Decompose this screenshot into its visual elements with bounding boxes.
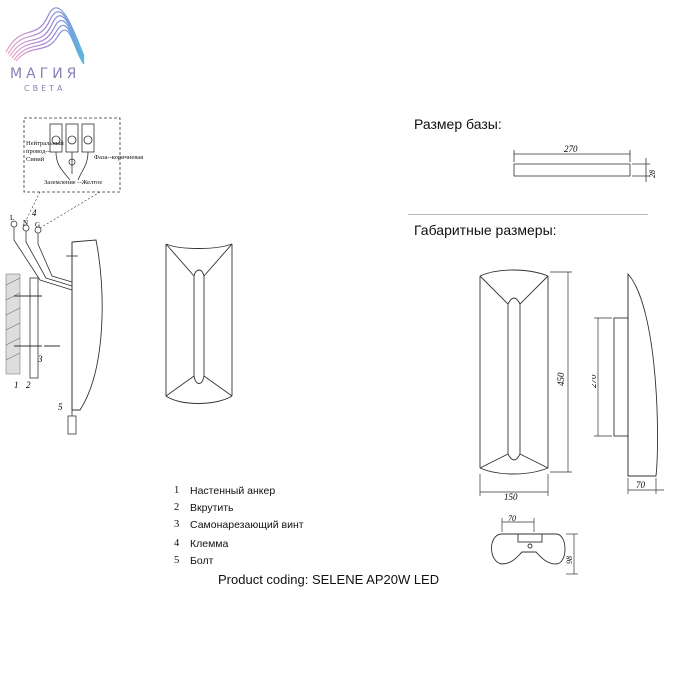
legend-number: 1	[174, 485, 180, 496]
ground-wire-label: Заземление --Желтое	[44, 179, 103, 186]
callout-1: 1	[14, 380, 19, 390]
logo-wave-icon	[5, 7, 85, 65]
base-height-label: 28	[648, 170, 657, 178]
base-size-drawing: 270 28	[513, 144, 657, 182]
top-width-label: 70	[508, 514, 516, 523]
bolt-icon	[67, 386, 77, 435]
terminal-mark-n: N	[23, 219, 28, 227]
logo-title: МАГИЯ	[10, 66, 81, 82]
legend-item: 5 Болт	[174, 555, 213, 567]
terminal-mark-g: G	[35, 221, 40, 229]
top-screw-icon	[66, 248, 78, 258]
legend-item: 1 Настенный анкер	[174, 485, 275, 497]
base-width-label: 270	[564, 144, 578, 154]
brand-logo: МАГИЯ СВЕТА	[4, 6, 88, 96]
legend-number: 2	[174, 502, 180, 513]
phase-wire-label: Фаза--коричневая	[94, 154, 144, 161]
callout-2: 2	[26, 380, 31, 390]
wall-section	[5, 273, 21, 375]
depth-label: 70	[636, 480, 646, 490]
overall-front-drawing: 450 150	[479, 269, 572, 502]
legend-text: Настенный анкер	[190, 485, 276, 497]
mounting-plate	[29, 277, 39, 379]
wiring-detail-frame	[23, 117, 121, 193]
overall-height-label: 450	[556, 372, 566, 386]
installation-diagram: 4 1 2 3 5 L N G	[5, 117, 121, 435]
legend-number: 3	[174, 519, 180, 530]
legend-text: Вкрутить	[190, 502, 234, 514]
legend-text: Клемма	[190, 538, 229, 550]
terminal-mark-l: L	[10, 214, 14, 222]
base-size-title: Размер базы:	[414, 116, 502, 132]
fixture-side-profile	[71, 239, 103, 411]
inner-height-label: 270	[592, 374, 598, 388]
legend-number: 5	[174, 555, 180, 566]
legend-text: Болт	[190, 555, 214, 567]
legend-text: Самонарезающий винт	[190, 519, 304, 531]
anchor-icon	[14, 295, 60, 347]
top-depth-label: 98	[565, 556, 574, 564]
callout-3: 3	[37, 354, 43, 364]
section-divider	[408, 214, 648, 215]
overall-size-title: Габаритные размеры:	[414, 222, 557, 238]
overall-side-drawing: 270 70	[592, 272, 664, 494]
legend-item: 2 Вкрутить	[174, 502, 234, 514]
legend-item: 3 Самонарезающий винт	[174, 519, 304, 531]
terminal-block-icon	[49, 123, 95, 181]
legend-item: 4 Клемма	[174, 538, 228, 550]
callout-4: 4	[32, 208, 37, 218]
overall-width-label: 150	[504, 492, 518, 502]
neutral-wire-label: Нейтральный провод--Синий	[26, 140, 64, 163]
callout-5: 5	[58, 402, 63, 412]
legend-number: 4	[174, 538, 180, 549]
fixture-front-view	[165, 243, 233, 404]
product-coding: Product coding: SELENE AP20W LED	[218, 572, 440, 587]
connector-icon	[10, 220, 73, 291]
overall-top-drawing: 70 98	[491, 514, 578, 575]
logo-subtitle: СВЕТА	[24, 84, 66, 93]
